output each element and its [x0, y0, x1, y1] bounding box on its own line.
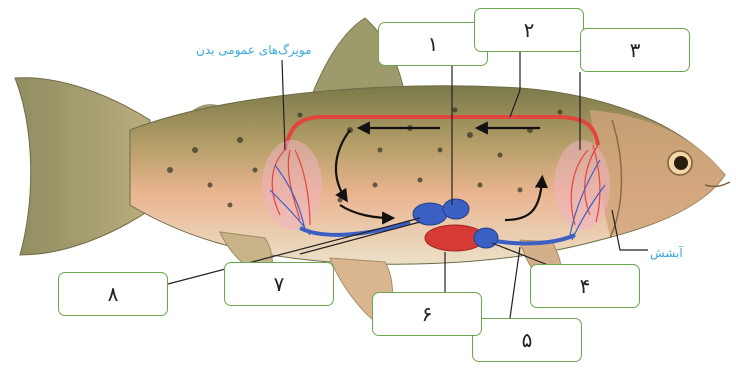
conus-arteriosus: [474, 228, 498, 248]
label-box-8[interactable]: ۸: [58, 272, 168, 316]
label-box-6[interactable]: ۶: [372, 292, 482, 336]
label-box-2[interactable]: ۲: [474, 8, 584, 52]
gills-caption: آبشش: [650, 246, 683, 260]
label-box-4[interactable]: ۴: [530, 264, 640, 308]
label-box-7[interactable]: ۷: [224, 262, 334, 306]
label-box-1[interactable]: ۱: [378, 22, 488, 66]
label-box-3[interactable]: ۳: [580, 28, 690, 72]
body-capillaries-caption: مویرگ‌های عمومی بدن: [196, 43, 312, 57]
atrium: [443, 199, 469, 219]
head: [590, 110, 725, 236]
label-box-5[interactable]: ۵: [472, 318, 582, 362]
sinus-venosus: [413, 203, 447, 225]
